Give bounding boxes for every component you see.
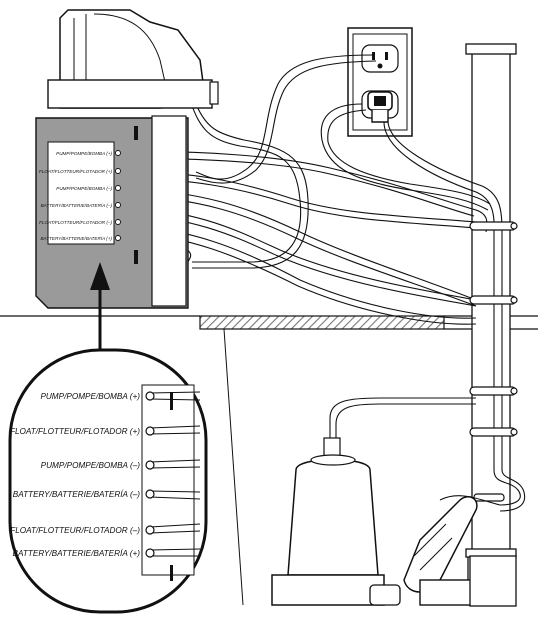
callout-label-float-minus: FLOAT/FLOTTEUR/FLOTADOR (–) — [10, 526, 140, 535]
terminal-label-float-plus: FLOAT/FLOTTEUR/FLOTADOR (+) — [39, 169, 112, 174]
terminal-label-pump-plus: PUMP/POMPE/BOMBA (+) — [56, 151, 112, 156]
terminal-label-battery-plus: BATTERY/BATTERIE/BATERÍA (+) — [40, 235, 112, 241]
terminal-label-battery-minus: BATTERY/BATTERIE/BATERÍA (–) — [41, 202, 113, 208]
float-switch-icon — [403, 495, 517, 607]
callout-label-float-plus: FLOAT/FLOTTEUR/FLOTADOR (+) — [10, 427, 140, 436]
callout-zoom: PUMP/POMPE/BOMBA (+) FLOAT/FLOTTEUR/FLOT… — [8, 348, 208, 614]
terminal-label-pump-minus: PUMP/POMPE/BOMBA (–) — [56, 186, 112, 191]
sump-pump-icon — [271, 437, 401, 606]
terminal-block — [115, 150, 121, 241]
backup-pump-controller: PUMP/POMPE/BOMBA (+) FLOAT/FLOTTEUR/FLOT… — [35, 9, 219, 309]
terminal-label-float-minus: FLOAT/FLOTTEUR/FLOTADOR (–) — [39, 220, 112, 225]
callout-label-battery-minus: BATTERY/BATTERIE/BATERÍA (–) — [13, 489, 140, 499]
pipe-clamp-icon — [469, 221, 518, 502]
power-plug-icon — [367, 91, 393, 123]
callout-label-battery-plus: BATTERY/BATTERIE/BATERÍA (+) — [13, 548, 141, 558]
callout-label-pump-plus: PUMP/POMPE/BOMBA (+) — [40, 392, 140, 401]
callout-arrow — [90, 262, 110, 352]
callout-label-pump-minus: PUMP/POMPE/BOMBA (–) — [41, 461, 141, 470]
